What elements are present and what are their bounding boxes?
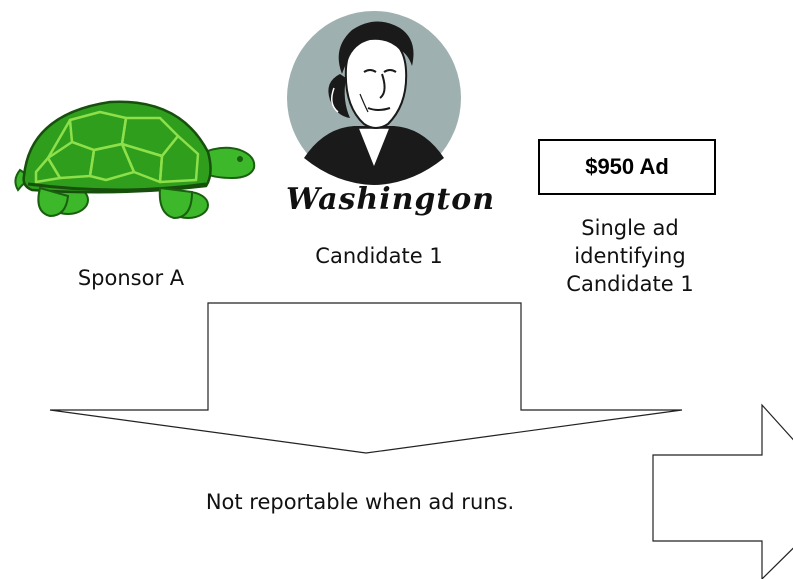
washington-signature: Washington [286, 182, 496, 217]
sponsor-label: Sponsor A [77, 266, 185, 290]
ad-description: Single ad identifying Candidate 1 [545, 214, 715, 298]
ad-description-line: Candidate 1 [566, 272, 694, 296]
washington-portrait-icon [287, 11, 461, 185]
ad-box-text: $950 Ad [585, 154, 669, 179]
ad-description-line: identifying [574, 244, 686, 268]
turtle-icon [14, 100, 256, 220]
ad-description-line: Single ad [581, 216, 679, 240]
ad-box: $950 Ad [538, 139, 716, 195]
result-text: Not reportable when ad runs. [205, 490, 515, 514]
candidate-label: Candidate 1 [315, 244, 443, 268]
